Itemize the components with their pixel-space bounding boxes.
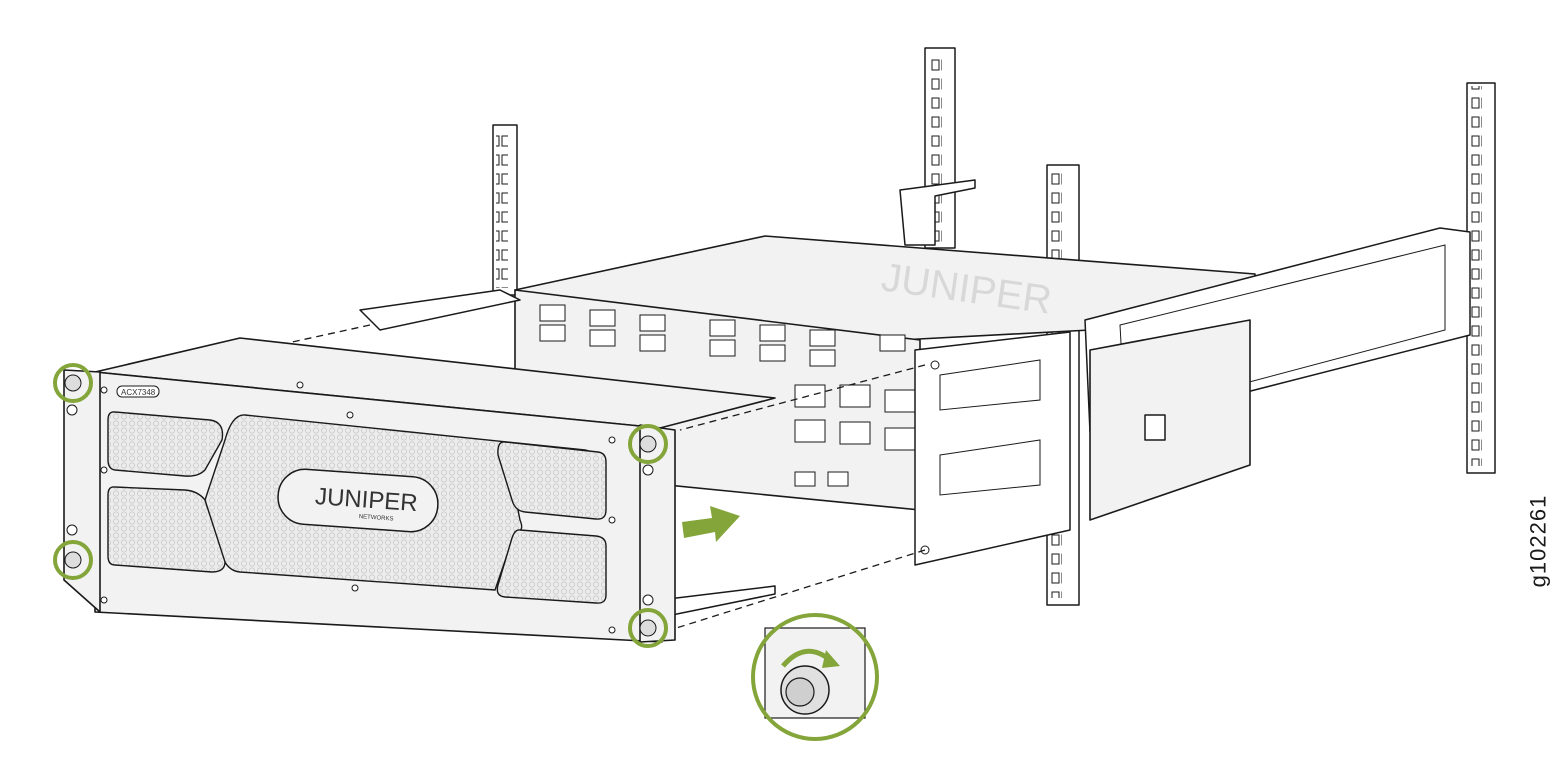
- insert-direction-arrow-icon: [682, 506, 740, 542]
- model-label: ACX7348: [121, 388, 156, 397]
- captive-screw-top-right: [628, 424, 668, 464]
- logo-subtext: NETWORKS: [359, 514, 394, 522]
- captive-screw-bottom-left: [53, 540, 93, 580]
- captive-screw-bottom-right: [628, 608, 668, 648]
- alignment-line-top-right: [679, 364, 926, 431]
- rack-post-rear-left: [492, 124, 518, 296]
- screw-tighten-callout: [751, 613, 879, 741]
- captive-screw-top-left: [53, 363, 93, 403]
- figure-id: g102261: [1525, 494, 1551, 588]
- rack-rail-left: [359, 289, 521, 331]
- rack-rail-right: [1084, 227, 1471, 521]
- rack-post-far-right: [1466, 82, 1496, 474]
- alignment-line-bottom-right: [669, 549, 926, 631]
- mounting-bracket: [914, 331, 1071, 566]
- port-grid: [539, 304, 916, 487]
